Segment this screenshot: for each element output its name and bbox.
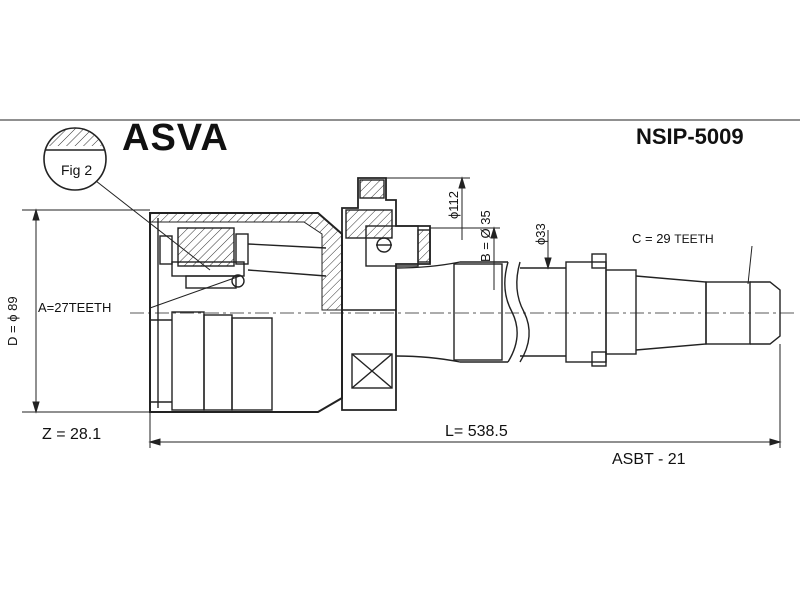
shaft-collar <box>453 263 503 361</box>
spline-body <box>605 269 637 355</box>
spline-ring <box>591 351 607 367</box>
inner-shaft-top <box>247 243 327 249</box>
tripod-roller <box>177 227 235 267</box>
part-number: NSIP-5009 <box>636 124 744 149</box>
spline-collar <box>565 261 607 363</box>
b-bearing-label: B = Ø 35 <box>478 210 493 262</box>
dia112-arrow <box>458 176 466 189</box>
model-code-label: ASBT - 21 <box>612 451 686 468</box>
bracket-top-hatch <box>345 209 393 239</box>
housing-rib <box>231 317 273 411</box>
c-teeth-label: C = 29 TEETH <box>632 232 714 245</box>
a-teeth-leader <box>149 275 241 309</box>
bracket-lower-block <box>351 353 393 389</box>
housing-rib <box>203 314 233 411</box>
d-arrow-bottom <box>32 401 40 414</box>
figure-ref-label: Fig 2 <box>61 162 93 178</box>
bearing-seal <box>417 229 431 263</box>
spline-tip <box>750 281 781 345</box>
spline-ring <box>591 253 607 269</box>
d-dimension-label: D = ϕ 89 <box>5 296 20 346</box>
spline-taper <box>635 275 707 351</box>
dia112-label: ϕ112 <box>446 190 461 219</box>
fig-ref-hatch <box>47 128 103 146</box>
shaft-break-right <box>516 261 530 363</box>
c-teeth-leader <box>747 245 753 285</box>
inner-shaft-bottom <box>247 269 327 277</box>
shaft-neck <box>395 261 508 363</box>
c-teeth-unit: TEETH <box>674 232 714 246</box>
l-arrow-right <box>769 438 782 446</box>
z-value-label: Z = 28.1 <box>42 426 102 443</box>
d-arrow-top <box>32 208 40 221</box>
bracket-lower-cross <box>351 353 393 389</box>
a-teeth-label: A=27TEETH <box>38 300 112 315</box>
dia33-arrow <box>544 257 552 270</box>
brand-logo-text: ASVA <box>122 117 229 159</box>
housing-rib <box>171 311 205 411</box>
tripod-hub-inner <box>185 275 237 289</box>
c-teeth-value: C = 29 <box>632 231 671 246</box>
bearing-bracket <box>341 177 431 411</box>
b-arrow <box>490 226 498 239</box>
length-label: L= 538.5 <box>445 423 508 440</box>
spline-shaft <box>705 281 751 345</box>
housing-section-hatch <box>149 212 343 311</box>
l-arrow-left <box>148 438 161 446</box>
shaft-break-left <box>504 261 518 363</box>
tripod-left-block <box>159 235 173 265</box>
fig-ref-circle <box>43 127 107 191</box>
dia33-label: ϕ33 <box>533 223 548 245</box>
retaining-ring <box>231 274 245 288</box>
tripod-side-block <box>235 233 249 265</box>
bracket-tab-hatch <box>359 179 385 199</box>
